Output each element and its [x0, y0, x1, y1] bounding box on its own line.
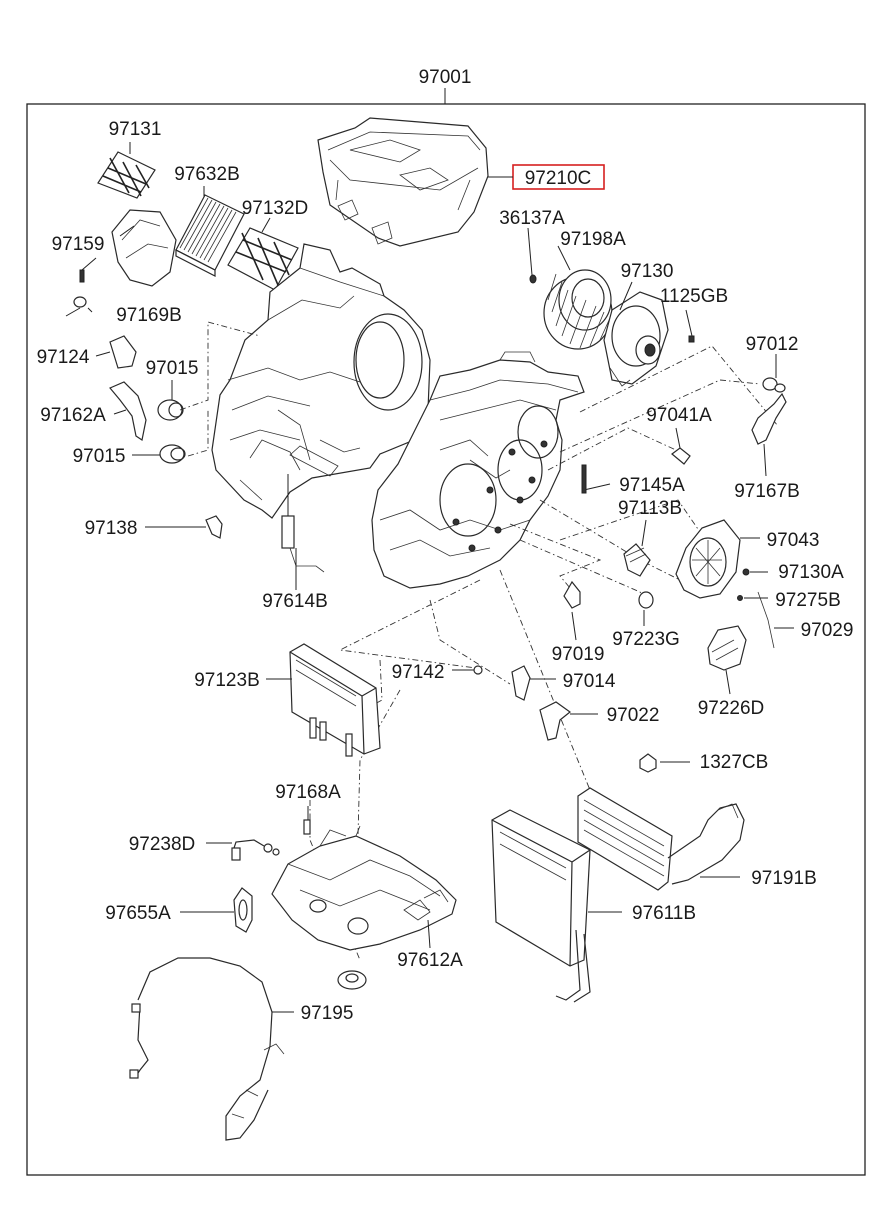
label-97138[interactable]: 97138 [85, 518, 138, 539]
label-97162A[interactable]: 97162A [40, 405, 106, 426]
part-97015-bushing-lower[interactable] [132, 444, 186, 464]
label-97113B[interactable]: 97113B [618, 498, 682, 519]
diagram-frame [26, 103, 866, 1176]
part-97012-actuator[interactable] [762, 354, 786, 393]
part-97022-lever[interactable] [539, 701, 598, 741]
label-97041A[interactable]: 97041A [646, 405, 712, 426]
part-97113B-motor[interactable] [623, 519, 651, 577]
part-97015-bushing-upper[interactable] [157, 380, 184, 421]
part-97041A-bushing[interactable] [671, 427, 691, 465]
label-97001[interactable]: 97001 [419, 67, 472, 88]
label-97275B[interactable]: 97275B [775, 590, 841, 611]
part-97014-lever[interactable] [511, 665, 556, 701]
part-97043-actuator[interactable] [675, 519, 760, 599]
part-97614B-sensor[interactable] [281, 474, 325, 590]
label-97223G[interactable]: 97223G [612, 629, 680, 650]
part-97168A-clip[interactable] [303, 806, 311, 835]
label-97169B[interactable]: 97169B [116, 305, 182, 326]
part-1327CB-nut[interactable] [639, 753, 690, 773]
label-97191B[interactable]: 97191B [751, 868, 817, 889]
label-97611B[interactable]: 97611B [632, 903, 696, 924]
part-97226D-motor[interactable] [707, 625, 747, 695]
part-97611B-evaporator[interactable] [491, 809, 622, 1003]
part-97159-fastener[interactable] [79, 209, 177, 287]
part-97029-rod[interactable] [757, 591, 794, 649]
label-97123B[interactable]: 97123B [194, 670, 260, 691]
label-97167B[interactable]: 97167B [734, 481, 800, 502]
label-97019[interactable]: 97019 [552, 644, 605, 665]
part-97132D-filter-element[interactable] [227, 227, 299, 291]
part-97123B-heater-core[interactable] [266, 643, 381, 757]
part-1125GB-screw[interactable] [685, 309, 695, 343]
label-97226D[interactable]: 97226D [698, 698, 765, 719]
part-97124-actuator-link[interactable] [95, 335, 137, 369]
label-97238D[interactable]: 97238D [129, 834, 196, 855]
dash-leaders [179, 321, 779, 961]
label-97195[interactable]: 97195 [301, 1003, 354, 1024]
part-97130A-screw[interactable] [742, 568, 768, 576]
label-97012[interactable]: 97012 [746, 334, 799, 355]
part-97142-nut[interactable] [452, 665, 483, 675]
part-97162A-lever[interactable] [109, 381, 147, 441]
label-1125GB[interactable]: 1125GB [660, 286, 728, 307]
label-97130[interactable]: 97130 [621, 261, 674, 282]
label-97124[interactable]: 97124 [37, 347, 90, 368]
label-97015-lower[interactable]: 97015 [73, 446, 126, 467]
label-97612A[interactable]: 97612A [397, 950, 463, 971]
part-97223G-bushing[interactable] [638, 591, 654, 626]
label-97029[interactable]: 97029 [801, 620, 854, 641]
label-97014[interactable]: 97014 [563, 671, 616, 692]
part-97138-seal[interactable] [145, 515, 223, 539]
label-97159[interactable]: 97159 [52, 234, 105, 255]
label-97168A[interactable]: 97168A [275, 782, 341, 803]
label-97130A[interactable]: 97130A [778, 562, 844, 583]
label-97132D[interactable]: 97132D [242, 198, 309, 219]
part-97167B-link[interactable] [751, 392, 787, 477]
part-97632B-air-filter[interactable] [175, 194, 245, 277]
part-97195-wiring-harness[interactable] [129, 957, 294, 1141]
part-housing-left[interactable] [211, 243, 431, 519]
part-97655A-seal[interactable] [180, 887, 253, 933]
label-36137A[interactable]: 36137A [499, 208, 565, 229]
part-97275B-screw[interactable] [737, 595, 769, 601]
part-97131-filter-cover[interactable] [97, 151, 156, 199]
part-drain-grommet[interactable] [337, 970, 367, 990]
part-97130-blower-motor[interactable] [603, 281, 669, 387]
part-97198A-blower-wheel[interactable] [543, 245, 613, 350]
label-97043[interactable]: 97043 [767, 530, 820, 551]
part-36137A-clip[interactable] [527, 227, 537, 284]
part-97191B-ptc-heater[interactable] [577, 787, 745, 891]
label-97015-upper[interactable]: 97015 [146, 358, 199, 379]
label-97655A[interactable]: 97655A [105, 903, 171, 924]
label-97210C[interactable]: 97210C [525, 168, 592, 189]
label-97614B[interactable]: 97614B [262, 591, 328, 612]
label-1327CB[interactable]: 1327CB [700, 752, 769, 773]
label-97145A[interactable]: 97145A [619, 475, 685, 496]
label-97022[interactable]: 97022 [607, 705, 660, 726]
part-97019-clip[interactable] [563, 580, 581, 641]
part-housing-right[interactable] [371, 351, 585, 589]
part-97145A-screw[interactable] [581, 464, 611, 494]
label-97131[interactable]: 97131 [109, 119, 162, 140]
part-97238D-hose[interactable] [206, 839, 280, 861]
part-97210C-intake-duct[interactable] [317, 117, 489, 247]
part-97612A-lower-case[interactable] [271, 825, 457, 951]
label-97142[interactable]: 97142 [392, 662, 445, 683]
part-97169B-clip[interactable] [73, 296, 93, 313]
label-97632B[interactable]: 97632B [174, 164, 240, 185]
label-97198A[interactable]: 97198A [560, 229, 626, 250]
